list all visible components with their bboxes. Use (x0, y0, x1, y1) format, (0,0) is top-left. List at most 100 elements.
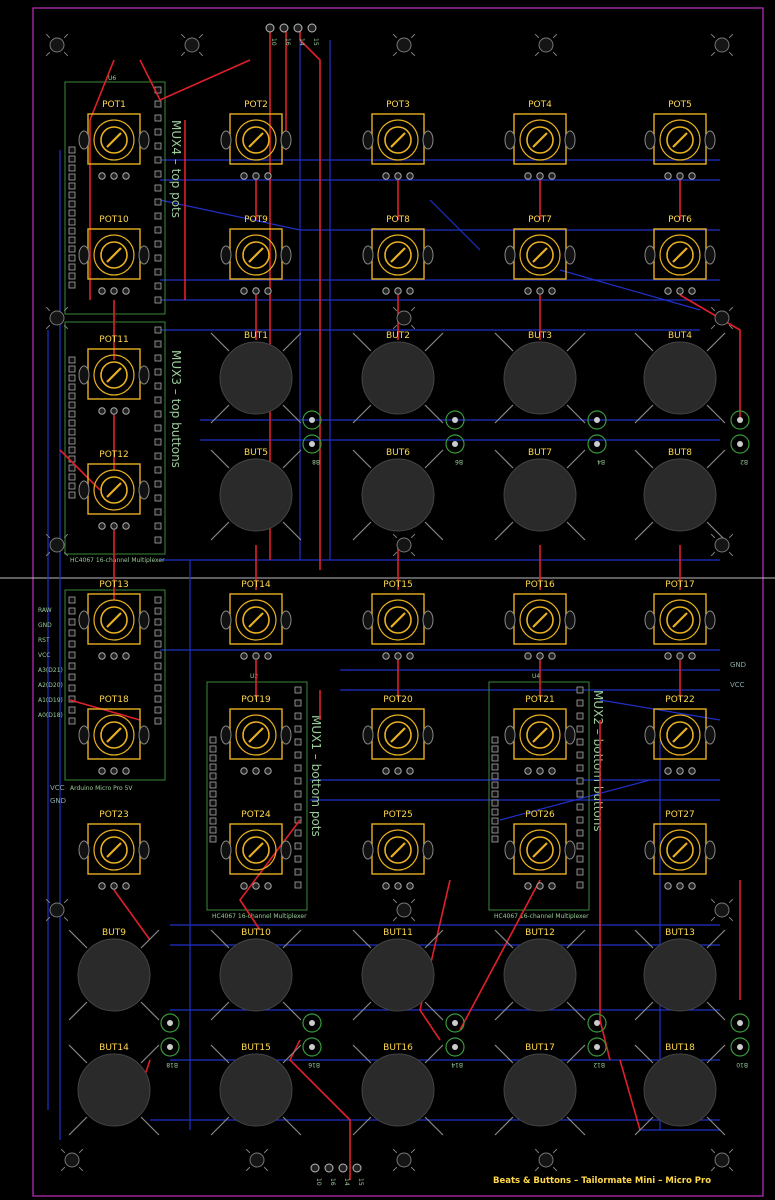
pot-label: POT16 (525, 580, 555, 590)
mounting-hole (710, 1148, 734, 1172)
led-b2: B2 (730, 410, 750, 465)
button-label: BUT7 (528, 448, 552, 458)
button-label: BUT8 (668, 448, 692, 458)
mounting-holes (45, 33, 734, 1172)
led-label: B10 (736, 1061, 748, 1068)
mounting-hole (534, 1148, 558, 1172)
potentiometer-pot4: POT4 (504, 100, 576, 180)
trace-top (139, 59, 251, 102)
pot-label: POT18 (99, 695, 129, 705)
pot-label: POT9 (244, 215, 268, 225)
potentiometer-pot21: POT21 (504, 695, 576, 775)
button-label: BUT10 (241, 928, 271, 938)
potentiometer-pot10: POT10 (78, 215, 150, 295)
header-pin-strips (68, 86, 584, 889)
header-pin-label: 10 (315, 1178, 322, 1186)
mounting-hole (45, 33, 69, 57)
pot-label: POT24 (241, 810, 271, 820)
button-but8: BUT8 (634, 448, 726, 541)
button-but16: BUT16 (352, 1043, 444, 1136)
button-label: BUT18 (665, 1043, 695, 1053)
button-but6: BUT6 (352, 448, 444, 541)
button-but2: BUT2 (352, 331, 444, 424)
button-but7: BUT7 (494, 448, 586, 541)
pot-label: POT15 (383, 580, 412, 590)
potentiometer-pot17: POT17 (644, 580, 716, 660)
button-but14: BUT14 (68, 1043, 160, 1136)
led-label: B2 (740, 458, 748, 465)
mux3-label: MUX3 – top buttons (169, 350, 183, 468)
potentiometer-pot1: POT1 (78, 100, 150, 180)
pot-label: POT8 (386, 215, 410, 225)
mounting-hole (710, 898, 734, 922)
pot-label: POT13 (99, 580, 128, 590)
potentiometer-pot15: POT15 (362, 580, 434, 660)
pot-label: POT7 (528, 215, 552, 225)
gnd-label: GND (730, 661, 746, 669)
button-but1: BUT1 (210, 331, 302, 424)
button-but13: BUT13 (634, 928, 726, 1021)
mux-u2-label: U2 (250, 673, 258, 680)
pot-label: POT21 (525, 695, 554, 705)
mounting-hole (392, 1148, 416, 1172)
potentiometer-pot19: POT19 (220, 695, 292, 775)
top-layer-traces (59, 30, 741, 1180)
button-but4: BUT4 (634, 331, 726, 424)
pot-label: POT1 (102, 100, 126, 110)
board-outline (32, 7, 764, 1197)
mounting-hole (710, 306, 734, 330)
header-pin-label: 14 (343, 1178, 350, 1186)
mounting-hole (710, 33, 734, 57)
button-label: BUT13 (665, 928, 695, 938)
mux-left-caption: HC4067 16-channel Multiplexer (70, 557, 165, 564)
button-label: BUT4 (668, 331, 692, 341)
pot-label: POT4 (528, 100, 552, 110)
pot-label: POT12 (99, 450, 128, 460)
button-label: BUT15 (241, 1043, 271, 1053)
potentiometer-pot14: POT14 (220, 580, 292, 660)
arduino-pin-label: VCC (38, 652, 50, 659)
arduino-label: Arduino Micro Pro 5V (70, 785, 133, 792)
arduino-pin-label: A2(D20) (38, 682, 63, 689)
led-label: B12 (593, 1061, 605, 1068)
mux4-label: MUX4 – top pots (169, 120, 183, 218)
pot-label: POT27 (665, 810, 694, 820)
header-pin-label: 16 (284, 38, 291, 46)
vcc-label: VCC (730, 681, 745, 689)
mux-mid-caption: HC4067 16-channel Multiplexer (212, 913, 307, 920)
mux2-label: MUX2 – bottom buttons (591, 690, 605, 832)
pot-label: POT6 (668, 215, 692, 225)
button-label: BUT14 (99, 1043, 129, 1053)
pot-label: POT5 (668, 100, 692, 110)
arduino-pin-label: RST (38, 637, 50, 644)
potentiometer-pot23: POT23 (78, 810, 150, 890)
mux-u2-outline (206, 681, 308, 911)
button-but17: BUT17 (494, 1043, 586, 1136)
arduino-outline (64, 589, 166, 781)
pot-label: POT11 (99, 335, 128, 345)
trace-bottom (429, 199, 481, 251)
button-but5: BUT5 (210, 448, 302, 541)
potentiometer-pot3: POT3 (362, 100, 434, 180)
mounting-hole (245, 1148, 269, 1172)
arduino-pin-label: RAW (38, 607, 52, 614)
mux1-label: MUX1 – bottom pots (309, 715, 323, 837)
potentiometer-pot20: POT20 (362, 695, 434, 775)
potentiometer-pot5: POT5 (644, 100, 716, 180)
trace-top (679, 294, 741, 420)
mounting-hole (710, 533, 734, 557)
mux-u6-label: U6 (108, 75, 116, 82)
potentiometer-pot6: POT6 (644, 215, 716, 295)
arduino-pin-label: A3(D21) (38, 667, 63, 674)
potentiometer-pot8: POT8 (362, 215, 434, 295)
potentiometer-pot24: POT24 (220, 810, 292, 890)
mounting-hole (392, 33, 416, 57)
potentiometer-pot2: POT2 (220, 100, 292, 180)
header-pin-label: 16 (329, 1178, 336, 1186)
potentiometer-pot12: POT12 (78, 450, 150, 530)
